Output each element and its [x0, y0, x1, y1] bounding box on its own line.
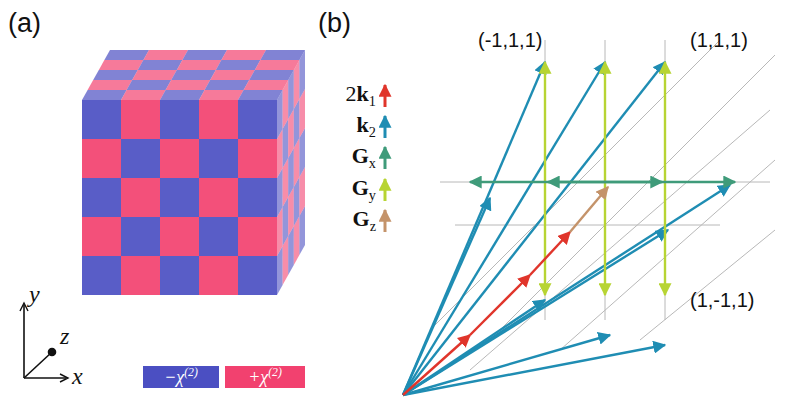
legend-text: 2k1 — [346, 83, 376, 109]
legend-text: k2 — [357, 114, 376, 140]
legend-arrow — [384, 210, 387, 232]
legend-arrow — [384, 179, 387, 201]
checkerboard-cube — [82, 50, 305, 295]
legend-arrow — [384, 147, 387, 169]
axis-label: z — [60, 324, 69, 348]
legend-arrow — [384, 85, 387, 107]
wave-vectors — [403, 62, 735, 395]
axis-label: y — [29, 282, 40, 306]
coordinate-label: (1,1,1) — [690, 30, 748, 50]
panel-label: (b) — [318, 10, 351, 37]
axis-label: x — [72, 364, 83, 388]
legend-text: −χ(2) — [164, 366, 198, 388]
coordinate-label: (-1,1,1) — [478, 30, 542, 50]
legend-swatch: −χ(2) — [143, 366, 219, 388]
legend-swatch: +χ(2) — [225, 366, 305, 388]
legend-text: Gy — [352, 177, 376, 203]
coordinate-label: (1,-1,1) — [690, 290, 754, 310]
legend-text: +χ(2) — [248, 366, 282, 388]
legend-text: Gx — [352, 145, 376, 171]
legend-arrow — [384, 116, 387, 138]
legend-text: Gz — [353, 208, 376, 234]
reciprocal-grid — [430, 40, 775, 370]
panel-label: (a) — [8, 10, 41, 37]
